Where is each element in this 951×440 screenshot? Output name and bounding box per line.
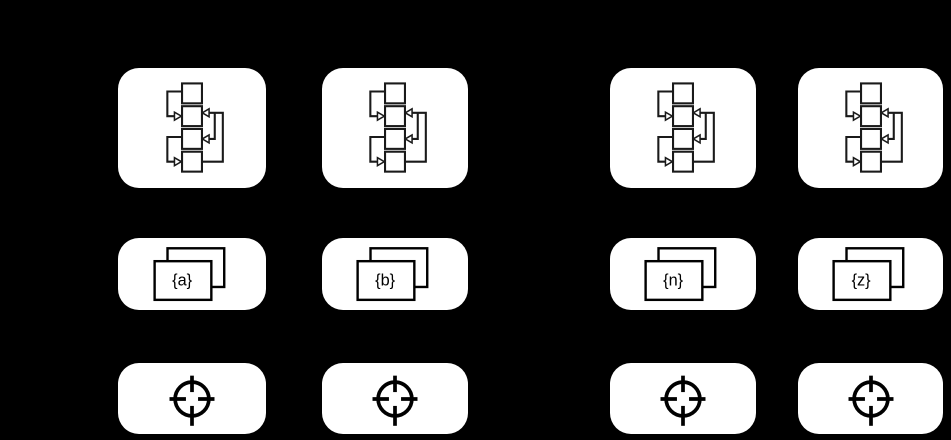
document-label: {n}	[663, 271, 684, 289]
workflow-card	[798, 68, 943, 188]
target-card	[610, 363, 756, 434]
stacked-documents-icon: {a}	[153, 246, 226, 301]
target-card	[118, 363, 266, 434]
documents-card: {a}	[118, 238, 266, 310]
flowchart-icon	[844, 82, 903, 173]
crosshair-icon	[658, 373, 708, 428]
stacked-documents-icon: {b}	[356, 246, 429, 301]
document-label: {z}	[851, 271, 871, 289]
flowchart-icon	[166, 82, 224, 173]
flowchart-icon	[369, 82, 427, 173]
workflow-card	[610, 68, 756, 188]
crosshair-icon	[846, 373, 895, 428]
documents-card: {n}	[610, 238, 756, 310]
workflow-card	[322, 68, 468, 188]
documents-card: {b}	[322, 238, 468, 310]
documents-card: {z}	[798, 238, 943, 310]
stacked-documents-icon: {z}	[831, 246, 904, 301]
flowchart-icon	[657, 82, 715, 173]
crosshair-icon	[370, 373, 420, 428]
document-label: {a}	[172, 271, 193, 289]
crosshair-icon	[167, 373, 217, 428]
target-card	[322, 363, 468, 434]
document-label: {b}	[375, 271, 396, 289]
target-card	[798, 363, 943, 434]
stacked-documents-icon: {n}	[644, 246, 717, 301]
workflow-card	[118, 68, 266, 188]
